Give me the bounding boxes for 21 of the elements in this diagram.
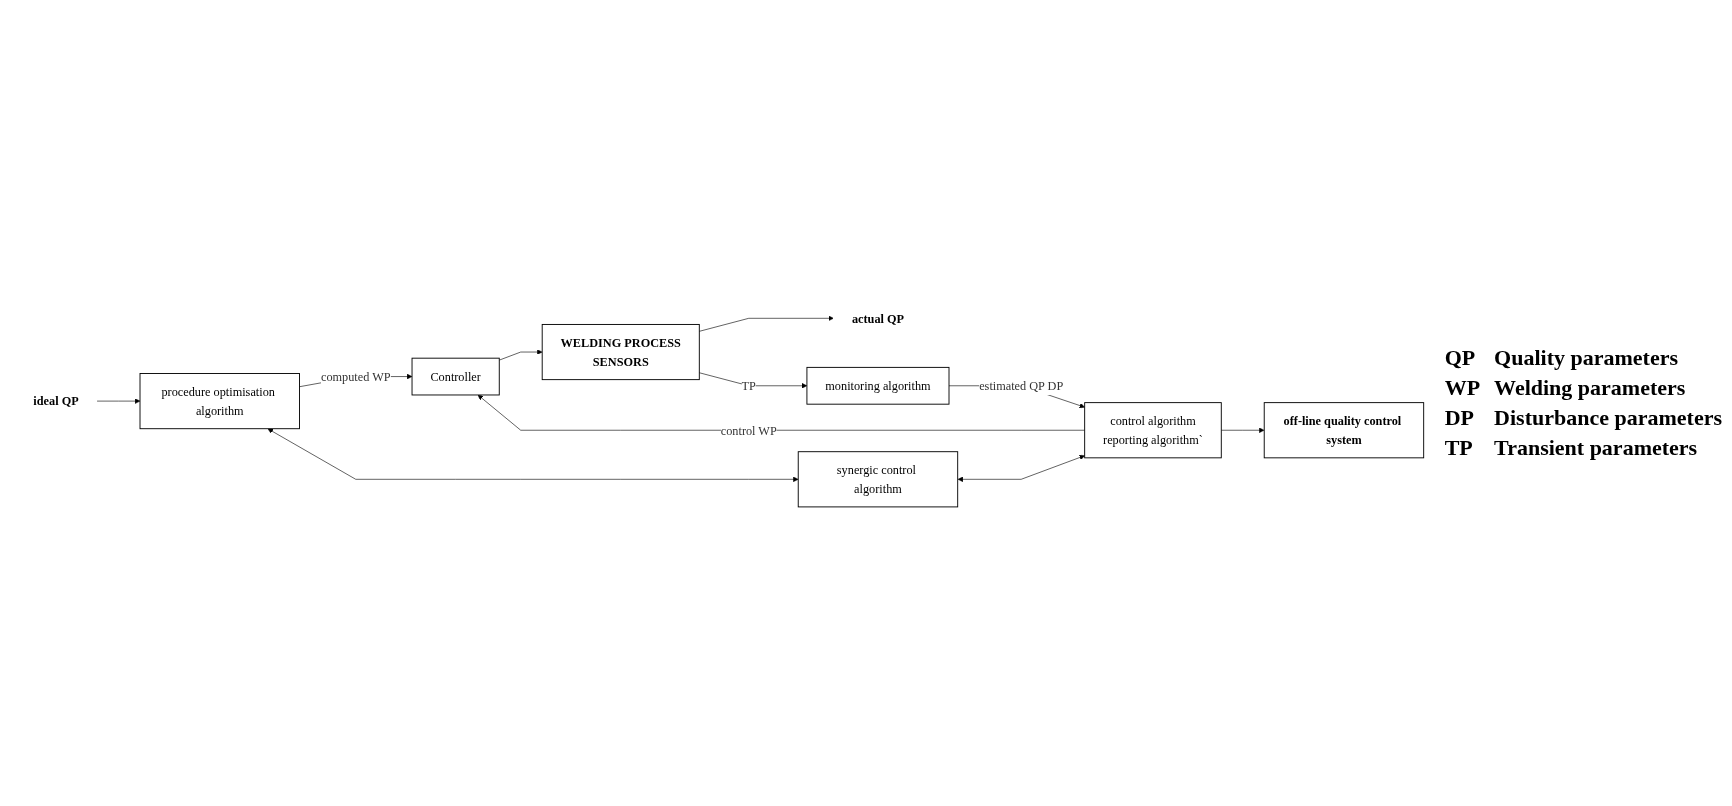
abbreviation: DP: [1444, 405, 1475, 431]
abbreviation: WP: [1444, 375, 1481, 401]
node-text: ideal QP: [33, 393, 79, 408]
node-text: actual QP: [851, 311, 905, 325]
edge-label: computed WP: [320, 369, 391, 383]
abbreviation-definition: Disturbance parameters: [1494, 405, 1722, 431]
abbreviation-definition: Transient parameters: [1494, 435, 1699, 461]
node-box: off-line quality control system: [1263, 401, 1425, 458]
edge-label: estimated QP DP: [979, 378, 1064, 393]
node-box: procedure optimisation algorithm: [139, 372, 300, 429]
node-box: WELDING PROCESS SENSORS: [541, 323, 700, 380]
abbreviation-definition: Welding parameters: [1494, 375, 1687, 401]
abbreviation: QP: [1444, 345, 1477, 371]
abbreviation: TP: [1444, 435, 1474, 461]
node-box: control algorithm reporting algorithm`: [1084, 401, 1222, 458]
edge-label: control WP: [720, 423, 777, 437]
node-box: Controller: [411, 357, 500, 396]
abbreviation-definition: Quality parameters: [1494, 345, 1679, 371]
edge-label: TP: [741, 378, 756, 393]
node-box: monitoring algorithm: [806, 366, 950, 405]
node-box: synergic control algorithm: [797, 450, 959, 507]
